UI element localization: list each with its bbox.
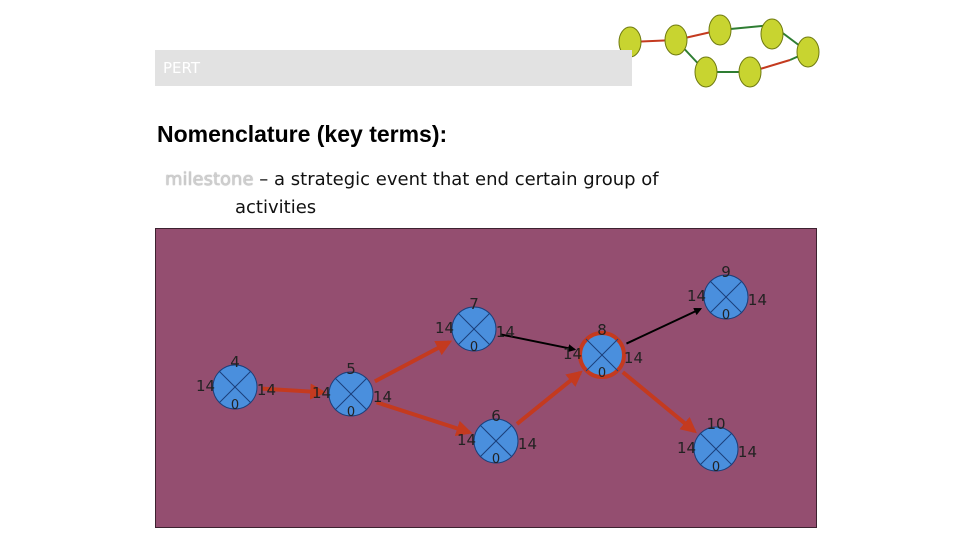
edge-8-10 bbox=[623, 372, 695, 431]
node-4-left-value: 14 bbox=[196, 379, 215, 394]
node-9-right-value: 14 bbox=[748, 293, 767, 308]
definition-term: milestone bbox=[165, 169, 254, 190]
definition-text: milestone – a strategic event that end c… bbox=[165, 166, 725, 222]
edge-5-7 bbox=[375, 342, 449, 381]
decorative-network-graphic bbox=[600, 0, 960, 110]
node-6-bottom-value: 0 bbox=[469, 452, 523, 467]
title-banner: PERT bbox=[155, 50, 632, 86]
node-10-left-value: 14 bbox=[677, 441, 696, 456]
node-4-bottom-value: 0 bbox=[208, 398, 262, 413]
node-8-right-value: 14 bbox=[624, 351, 643, 366]
edge-5-6 bbox=[377, 402, 470, 432]
slide-heading: Nomenclature (key terms): bbox=[157, 121, 447, 148]
node-5-bottom-value: 0 bbox=[324, 405, 378, 420]
node-7-top-value: 7 bbox=[447, 297, 501, 312]
node-10-right-value: 14 bbox=[738, 445, 757, 460]
edge-8-9 bbox=[626, 309, 700, 344]
definition-line2: activities bbox=[165, 194, 725, 222]
node-9-left-value: 14 bbox=[687, 289, 706, 304]
node-9-bottom-value: 0 bbox=[699, 308, 753, 323]
node-5-right-value: 14 bbox=[373, 390, 392, 405]
node-10-top-value: 10 bbox=[689, 417, 743, 432]
definition-dash: – bbox=[254, 169, 274, 190]
deco-nodes bbox=[619, 15, 819, 87]
definition-line1: a strategic event that end certain group… bbox=[274, 169, 659, 190]
node-4-top-value: 4 bbox=[208, 355, 262, 370]
node-5-left-value: 14 bbox=[312, 386, 331, 401]
node-7-bottom-value: 0 bbox=[447, 340, 501, 355]
node-4-right-value: 14 bbox=[257, 383, 276, 398]
banner-title: PERT bbox=[163, 59, 200, 77]
node-6-top-value: 6 bbox=[469, 409, 523, 424]
node-8-left-value: 14 bbox=[563, 347, 582, 362]
node-7-left-value: 14 bbox=[435, 321, 454, 336]
edge-6-8 bbox=[517, 373, 580, 424]
node-8-top-value: 8 bbox=[575, 323, 629, 338]
node-6-left-value: 14 bbox=[457, 433, 476, 448]
node-10-bottom-value: 0 bbox=[689, 460, 743, 475]
node-7-right-value: 14 bbox=[496, 325, 515, 340]
node-5-top-value: 5 bbox=[324, 362, 378, 377]
node-6-right-value: 14 bbox=[518, 437, 537, 452]
node-8-bottom-value: 0 bbox=[575, 366, 629, 381]
node-9-top-value: 9 bbox=[699, 265, 753, 280]
